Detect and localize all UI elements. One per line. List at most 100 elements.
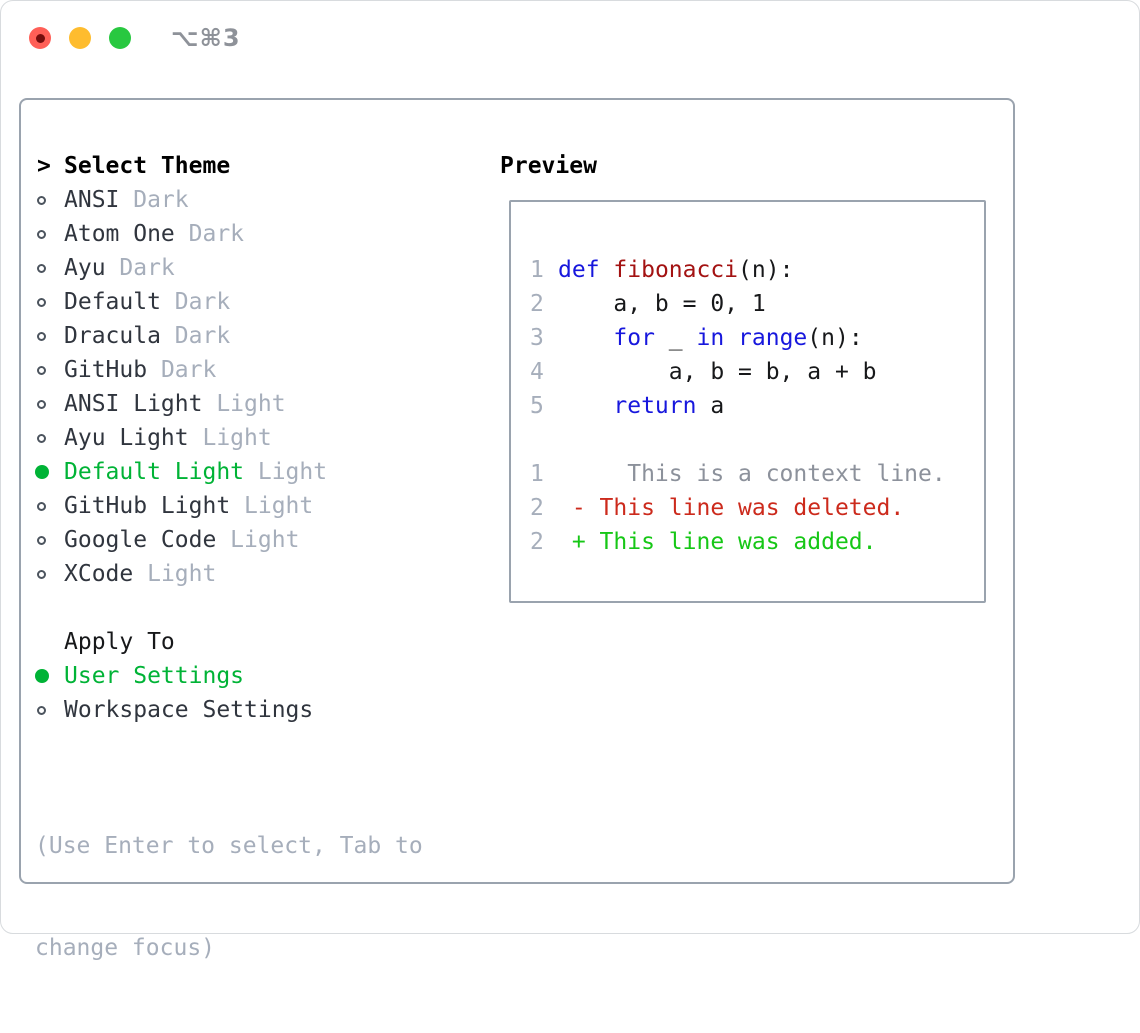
line-number: 3: [530, 321, 558, 355]
apply-option-workspace-settings[interactable]: Workspace Settings: [35, 693, 423, 727]
ring-icon: [37, 298, 46, 307]
ring-icon: [37, 264, 46, 273]
radio-icon: [35, 298, 64, 307]
theme-option-ayu[interactable]: Ayu Dark: [35, 251, 423, 285]
variant-tag: Light: [230, 489, 313, 523]
line-number: 2: [530, 491, 558, 525]
theme-option-atom-one[interactable]: Atom One Dark: [35, 217, 423, 251]
code-text: a, b = b, a + b: [558, 355, 877, 389]
radio-icon: [35, 706, 64, 715]
help-line-1: (Use Enter to select, Tab to: [35, 829, 423, 863]
radio-icon: [35, 332, 64, 341]
variant-tag: Light: [133, 557, 216, 591]
theme-option-xcode[interactable]: XCode Light: [35, 557, 423, 591]
option-label: Ayu: [64, 251, 106, 285]
variant-tag: Dark: [119, 183, 188, 217]
theme-option-ayu-light[interactable]: Ayu Light Light: [35, 421, 423, 455]
variant-tag: Dark: [175, 217, 244, 251]
radio-icon: [35, 264, 64, 273]
theme-option-default-light[interactable]: Default Light Light: [35, 455, 423, 489]
code-line: 4 a, b = b, a + b: [530, 355, 984, 389]
theme-option-github[interactable]: GitHub Dark: [35, 353, 423, 387]
line-number: 2: [530, 287, 558, 321]
option-label: Ayu Light: [64, 421, 189, 455]
filled-dot-icon: [35, 669, 49, 683]
line-number: 4: [530, 355, 558, 389]
theme-option-default[interactable]: Default Dark: [35, 285, 423, 319]
radio-icon: [35, 570, 64, 579]
preview-title: Preview: [500, 149, 597, 183]
code-text: return a: [558, 389, 724, 423]
theme-option-ansi-light[interactable]: ANSI Light Light: [35, 387, 423, 421]
code-text: for _ in range(n):: [558, 321, 863, 355]
diff-preview: 1 This is a context line.2 - This line w…: [530, 457, 984, 559]
option-label: Workspace Settings: [64, 693, 313, 727]
apply-to-title: Apply To: [64, 625, 175, 659]
option-label: ANSI Light: [64, 387, 202, 421]
ring-icon: [37, 332, 46, 341]
radio-selected-icon: [35, 669, 64, 683]
option-label: GitHub: [64, 353, 147, 387]
close-dot-icon: [36, 34, 45, 43]
theme-option-dracula[interactable]: Dracula Dark: [35, 319, 423, 353]
option-label: User Settings: [64, 659, 244, 693]
prompt-marker: >: [35, 149, 64, 183]
minimize-button[interactable]: [69, 27, 91, 49]
diff-line-added: 2 + This line was added.: [530, 525, 984, 559]
variant-tag: Light: [244, 455, 327, 489]
diff-line-context: 1 This is a context line.: [530, 457, 984, 491]
ring-icon: [37, 706, 46, 715]
select-theme-title: Select Theme: [64, 149, 230, 183]
variant-tag: Dark: [161, 285, 230, 319]
radio-icon: [35, 434, 64, 443]
diff-text: + This line was added.: [558, 525, 877, 559]
help-line-2: change focus): [35, 931, 423, 965]
diff-line-deleted: 2 - This line was deleted.: [530, 491, 984, 525]
theme-option-github-light[interactable]: GitHub Light Light: [35, 489, 423, 523]
radio-icon: [35, 230, 64, 239]
close-button[interactable]: [29, 27, 51, 49]
line-number: 1: [530, 457, 558, 491]
variant-tag: Dark: [161, 319, 230, 353]
window-title: ⌥⌘3: [171, 24, 241, 52]
line-number: 1: [530, 253, 558, 287]
zoom-button[interactable]: [109, 27, 131, 49]
ring-icon: [37, 536, 46, 545]
theme-option-ansi[interactable]: ANSI Dark: [35, 183, 423, 217]
option-label: Dracula: [64, 319, 161, 353]
ring-icon: [37, 366, 46, 375]
diff-text: - This line was deleted.: [558, 491, 904, 525]
ring-icon: [37, 400, 46, 409]
code-line: 5 return a: [530, 389, 984, 423]
radio-icon: [35, 400, 64, 409]
code-text: def fibonacci(n):: [558, 253, 793, 287]
help-text: (Use Enter to select, Tab to change focu…: [35, 761, 423, 1033]
radio-icon: [35, 502, 64, 511]
option-label: ANSI: [64, 183, 119, 217]
diff-text: This is a context line.: [558, 457, 946, 491]
ring-icon: [37, 196, 46, 205]
line-number: 5: [530, 389, 558, 423]
radio-icon: [35, 366, 64, 375]
code-line: 2 a, b = 0, 1: [530, 287, 984, 321]
option-label: Atom One: [64, 217, 175, 251]
variant-tag: Dark: [147, 353, 216, 387]
option-label: Default: [64, 285, 161, 319]
apply-option-user-settings[interactable]: User Settings: [35, 659, 423, 693]
ring-icon: [37, 434, 46, 443]
variant-tag: Light: [202, 387, 285, 421]
radio-icon: [35, 536, 64, 545]
theme-option-google-code[interactable]: Google Code Light: [35, 523, 423, 557]
code-text: a, b = 0, 1: [558, 287, 766, 321]
caret-prompt-icon: >: [35, 149, 51, 183]
ring-icon: [37, 570, 46, 579]
option-label: XCode: [64, 557, 133, 591]
code-line: 3 for _ in range(n):: [530, 321, 984, 355]
titlebar: ⌥⌘3: [29, 27, 241, 49]
